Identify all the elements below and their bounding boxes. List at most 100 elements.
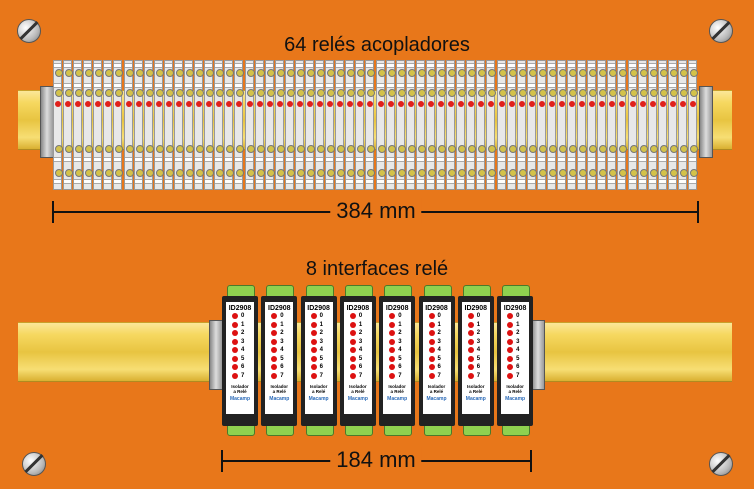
channel-number: 1	[476, 321, 481, 328]
terminal-label	[386, 179, 394, 184]
led-indicator	[507, 372, 514, 379]
channel-number: 5	[398, 355, 402, 362]
screw-terminal-icon	[236, 69, 245, 77]
led-indicator	[349, 364, 356, 371]
screw-terminal-icon	[55, 69, 63, 77]
relay	[405, 60, 416, 190]
screw-terminal-icon	[296, 145, 305, 153]
terminal-label	[527, 63, 535, 68]
screw-terminal-icon	[307, 89, 315, 97]
led-indicator	[266, 101, 273, 107]
screw-terminal-icon	[125, 89, 134, 97]
screw-terminal-icon	[367, 69, 376, 77]
screw-terminal-icon	[669, 89, 678, 97]
screw-terminal-icon	[65, 89, 74, 97]
led-indicator	[389, 330, 396, 337]
screw-terminal-icon	[276, 89, 285, 97]
led-indicator	[507, 364, 514, 371]
screw-terminal-icon	[427, 89, 436, 97]
terminal-label	[527, 157, 535, 162]
led-indicator	[175, 101, 182, 107]
channel-led: 4	[389, 346, 411, 355]
terminal-label	[94, 157, 102, 162]
channel-led: 4	[428, 346, 451, 355]
terminal-label	[507, 179, 515, 184]
screw-terminal-icon	[669, 145, 678, 153]
terminal-label	[225, 179, 233, 184]
module-label: a Relé	[233, 389, 247, 394]
terminal-label	[406, 63, 414, 68]
terminal-label	[578, 179, 586, 184]
led-indicator	[467, 355, 474, 362]
top-title: 64 relés acopladores	[284, 34, 470, 56]
terminal-label	[164, 63, 172, 68]
channel-number: 4	[319, 347, 323, 354]
channel-number: 0	[437, 313, 441, 320]
relay	[214, 60, 225, 190]
terminal-label	[457, 63, 465, 68]
screw-terminal-icon	[488, 145, 497, 153]
channel-number: 3	[319, 338, 323, 345]
terminal-label	[648, 179, 656, 184]
terminal-label	[477, 157, 485, 162]
screw-terminal-icon	[518, 69, 527, 77]
terminal-label	[678, 63, 686, 68]
led-indicator	[310, 372, 317, 379]
relay	[587, 60, 598, 190]
terminal-label	[306, 63, 313, 68]
relay	[294, 60, 305, 190]
screw-terminal-icon	[508, 169, 517, 177]
led-indicator	[417, 101, 424, 107]
relay	[516, 60, 527, 190]
channel-led: 5	[467, 355, 490, 364]
channel-led: 0	[232, 312, 254, 321]
module-label: a Relé	[429, 389, 444, 394]
brand-logo: Macamp	[505, 396, 526, 402]
terminal-label	[396, 179, 404, 184]
screw-terminal-icon	[387, 69, 396, 77]
channel-led: 2	[271, 329, 293, 338]
screw-terminal-icon	[206, 89, 215, 97]
relay	[123, 60, 134, 190]
channel-number: 7	[437, 372, 441, 379]
terminal-label	[547, 63, 555, 68]
terminal-label	[255, 179, 263, 184]
terminal-label	[678, 157, 686, 162]
terminal-label	[527, 83, 535, 88]
channel-number: 2	[241, 330, 245, 337]
led-indicator	[397, 101, 404, 107]
screw-terminal-icon	[458, 169, 467, 177]
screw-terminal-icon	[427, 145, 436, 153]
channel-number: 0	[319, 313, 323, 320]
led-indicator	[467, 347, 474, 354]
terminal-label	[215, 83, 223, 88]
channel-number: 0	[516, 313, 520, 320]
led-indicator	[507, 338, 514, 345]
screw-terminal-icon	[266, 69, 275, 77]
terminal-label	[134, 179, 142, 184]
channel-number: 0	[476, 313, 481, 320]
led-indicator	[659, 101, 666, 107]
terminal-label	[497, 63, 505, 68]
screw-terminal-icon	[317, 145, 326, 153]
screw-icon	[22, 452, 46, 476]
screw-terminal-icon	[196, 169, 205, 177]
led-indicator	[389, 372, 396, 379]
screw-terminal-icon	[327, 69, 336, 77]
module-label: Isolador	[231, 384, 249, 389]
led-indicator	[55, 101, 61, 107]
channel-led: 7	[507, 372, 529, 381]
terminal-label	[336, 63, 344, 68]
bottom-dimension-label: 184 mm	[330, 447, 422, 473]
relay	[93, 60, 104, 190]
relay	[173, 60, 184, 190]
channel-number: 6	[476, 364, 481, 371]
led-indicator	[232, 313, 238, 320]
terminal-label	[487, 83, 495, 88]
terminal-label	[507, 157, 515, 162]
channel-led: 6	[310, 363, 333, 372]
led-indicator	[609, 101, 616, 107]
screw-terminal-icon	[216, 69, 225, 77]
led-indicator	[669, 101, 676, 107]
